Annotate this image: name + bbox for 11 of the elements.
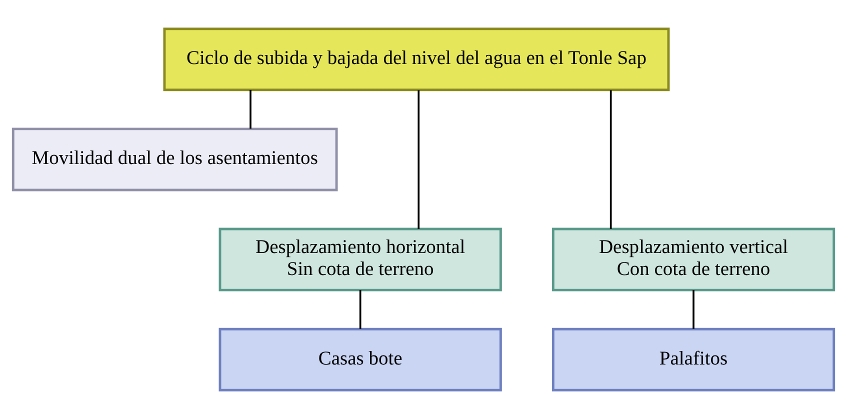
node-box: Casas bote [218, 327, 502, 391]
node-box: Palafitos [552, 327, 836, 391]
node-box: Movilidad dual de los asentamientos [12, 127, 338, 191]
node-box: Ciclo de subida y bajada del nivel del agua en el Tonle Sap [163, 27, 670, 91]
connector [418, 90, 420, 228]
connector [610, 90, 612, 228]
connector [359, 290, 362, 328]
connector [250, 89, 252, 128]
node-box: Desplazamiento vertical Con cota de terreno [552, 227, 836, 291]
connector [692, 290, 694, 328]
node-box: Desplazamiento horizontal Sin cota de terreno [218, 227, 502, 291]
